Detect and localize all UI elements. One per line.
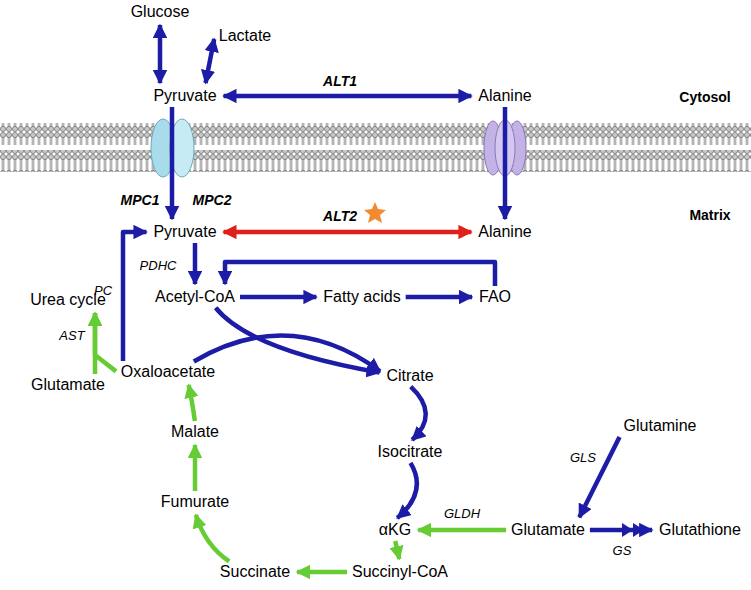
- metabolite-label: Pyruvate: [149, 222, 220, 242]
- metabolite-name: Oxaloacetate: [121, 363, 215, 380]
- metabolite-name: Fumurate: [161, 493, 229, 510]
- metabolite-label: Isocitrate: [374, 442, 447, 462]
- metabolite-label: Glutathione: [655, 520, 745, 540]
- enzyme-label: GS: [613, 543, 632, 558]
- metabolite-name: FAO: [479, 288, 511, 305]
- reaction-arrow: [411, 387, 426, 440]
- reaction-arrow: [206, 39, 215, 83]
- reaction-arrow: [189, 385, 195, 421]
- compartment-label: Matrix: [689, 207, 730, 223]
- metabolite-name: Succinate: [220, 563, 290, 580]
- reaction-arrow: [397, 463, 417, 518]
- metabolite-name: Citrate: [386, 367, 433, 384]
- enzyme-label: ALT2: [323, 208, 357, 224]
- metabolite-label: Pyruvate: [149, 86, 220, 106]
- metabolite-label: Oxaloacetate: [117, 362, 219, 382]
- enzyme-label: GLDH: [444, 506, 480, 521]
- metabolite-label: Glucose: [127, 2, 194, 22]
- metabolite-label: Glutamate: [507, 520, 589, 540]
- reaction-arrow: [95, 313, 116, 371]
- metabolite-name: Acetyl-CoA: [155, 288, 235, 305]
- metabolite-name: Alanine: [478, 87, 531, 104]
- metabolite-label: Malate: [167, 422, 223, 442]
- metabolite-name: Pyruvate: [153, 223, 216, 240]
- metabolite-name: Pyruvate: [153, 87, 216, 104]
- metabolite-name: Glutathione: [659, 521, 741, 538]
- metabolite-name: Glutamate: [511, 521, 585, 538]
- metabolite-name: Lactate: [219, 27, 271, 44]
- reaction-arrow: [170, 107, 175, 219]
- metabolite-name: Glucose: [131, 3, 190, 20]
- reaction-arrow: [196, 515, 229, 562]
- enzyme-label: GLS: [570, 450, 596, 465]
- metabolite-label: Glutamate: [27, 375, 109, 395]
- enzyme-label: PC: [94, 283, 112, 298]
- metabolite-label: Succinate: [216, 562, 294, 582]
- reaction-arrow: [194, 335, 380, 371]
- metabolite-name: Isocitrate: [378, 443, 443, 460]
- reaction-arrow: [123, 232, 146, 361]
- metabolite-label: FAO: [475, 287, 515, 307]
- metabolite-label: Alanine: [474, 86, 535, 106]
- reaction-arrow: [395, 541, 399, 559]
- transporter-label: MPC1: [121, 192, 160, 208]
- reaction-arrow: [503, 107, 508, 219]
- enzyme-label: ALT1: [323, 73, 357, 89]
- metabolite-label: αKG: [375, 520, 415, 540]
- metabolite-label: Citrate: [382, 366, 437, 386]
- metabolite-label: Fatty acids: [319, 287, 404, 307]
- reaction-arrow: [240, 295, 316, 300]
- enzyme-label: AST: [59, 328, 84, 343]
- metabolite-label: Succinyl-CoA: [348, 562, 452, 582]
- reaction-arrow: [297, 570, 347, 575]
- metabolite-name: Malate: [171, 423, 219, 440]
- reaction-arrow: [224, 94, 472, 99]
- reaction-arrow: [158, 25, 163, 83]
- inner-membrane: [0, 150, 751, 172]
- metabolite-name: Alanine: [478, 223, 531, 240]
- transporter-label: MPC2: [193, 192, 232, 208]
- metabolite-name: Succinyl-CoA: [352, 563, 448, 580]
- reaction-arrow: [225, 262, 495, 286]
- metabolite-label: Fumurate: [157, 492, 233, 512]
- reaction-arrow: [418, 528, 506, 533]
- reaction-arrow: [579, 437, 619, 517]
- metabolite-label: Acetyl-CoA: [151, 287, 239, 307]
- metabolite-label: Lactate: [215, 26, 275, 46]
- metabolite-name: Glutamate: [31, 376, 105, 393]
- reaction-arrow: [93, 313, 98, 374]
- metabolite-label: Alanine: [474, 222, 535, 242]
- metabolite-name: Fatty acids: [323, 288, 400, 305]
- reaction-arrow: [406, 295, 472, 300]
- reaction-arrow: [590, 528, 652, 533]
- outer-membrane: [0, 123, 751, 145]
- reaction-arrow: [193, 445, 198, 491]
- enzyme-label: PDHC: [140, 258, 177, 273]
- highlight-star: [364, 202, 386, 223]
- metabolite-name: Glutamine: [624, 417, 697, 434]
- metabolite-name: αKG: [379, 521, 411, 538]
- reaction-arrow: [224, 230, 472, 235]
- reaction-arrow: [193, 243, 198, 284]
- metabolite-label: Glutamine: [620, 416, 701, 436]
- compartment-label: Cytosol: [679, 89, 730, 105]
